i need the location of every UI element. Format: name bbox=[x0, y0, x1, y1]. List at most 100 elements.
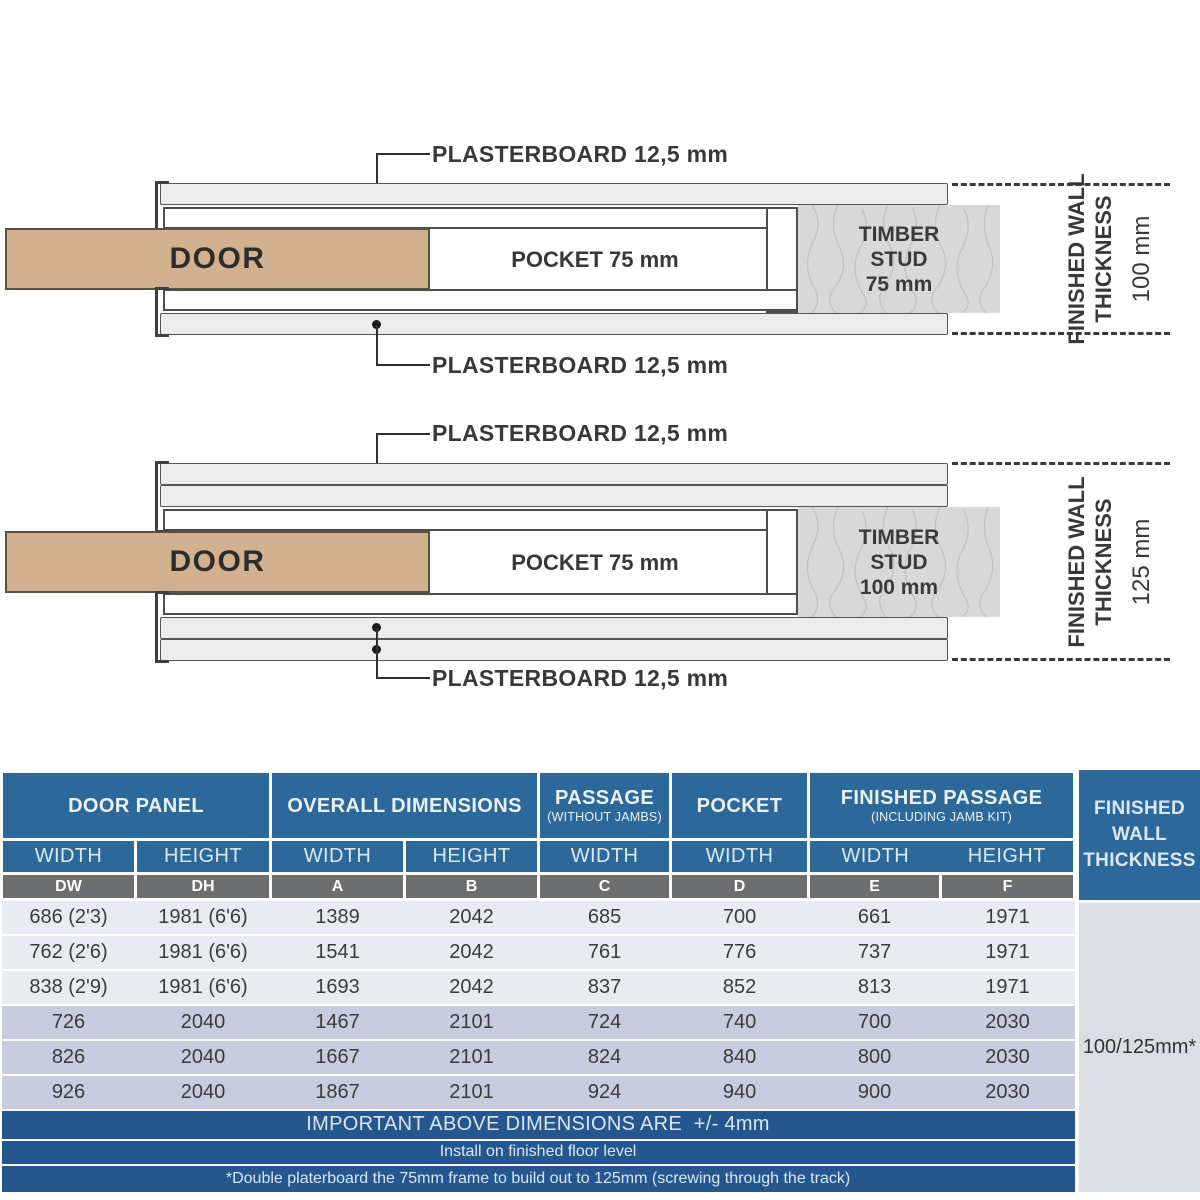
footer-note-row: Install on finished floor level bbox=[1, 1138, 1075, 1165]
table-cell: 800 bbox=[808, 1038, 941, 1076]
pocket-label: POCKET 75 mm bbox=[511, 247, 679, 272]
fwt-value-panel: 100/125mm* bbox=[1079, 903, 1200, 1192]
sub-header-cell: HEIGHT bbox=[133, 838, 273, 875]
table-cell: 1971 bbox=[940, 933, 1075, 971]
plasterboard-top-strip bbox=[160, 183, 948, 205]
stud-label: TIMBER STUD 75 mm bbox=[858, 222, 940, 296]
sub-header-cell: WIDTH bbox=[269, 838, 407, 875]
table-cell: 2042 bbox=[404, 933, 539, 971]
leader-line bbox=[376, 325, 378, 365]
table-cell: 900 bbox=[808, 1073, 941, 1111]
table-row: 726 2040 1467 2101 724 740 700 2030 bbox=[1, 1003, 1075, 1041]
table-cell: 1541 bbox=[270, 933, 405, 971]
table-cell: 837 bbox=[538, 968, 671, 1006]
leader-line bbox=[376, 628, 378, 677]
letter-header-cell: DW bbox=[0, 872, 137, 901]
sub-header-cell: WIDTH bbox=[807, 838, 941, 875]
dimension-dash-bottom bbox=[952, 332, 1170, 335]
letter-header-cell: B bbox=[403, 872, 541, 901]
column-group-overall-dimensions: OVERALL DIMENSIONS bbox=[269, 770, 541, 841]
leader-line bbox=[376, 153, 378, 198]
wall-track-bottom bbox=[163, 289, 798, 311]
leader-dot bbox=[372, 320, 381, 329]
footer-note-row: IMPORTANT ABOVE DIMENSIONS ARE +/- 4mm bbox=[1, 1108, 1075, 1140]
table-cell: 840 bbox=[670, 1038, 809, 1076]
plasterboard-top-strip-outer bbox=[160, 463, 948, 485]
letter-header-cell: A bbox=[269, 872, 407, 901]
footer-note-important: IMPORTANT ABOVE DIMENSIONS ARE +/- 4mm bbox=[1, 1108, 1075, 1140]
sub-header-cell: WIDTH bbox=[0, 838, 137, 875]
table-row: 926 2040 1867 2101 924 940 900 2030 bbox=[1, 1073, 1075, 1111]
footer-note-double-plasterboard: *Double platerboard the 75mm frame to bu… bbox=[1, 1163, 1075, 1192]
sub-header-cell: WIDTH bbox=[669, 838, 811, 875]
dimension-dash-top bbox=[952, 462, 1170, 465]
letter-header-cell: DH bbox=[133, 872, 273, 901]
end-bracket-top bbox=[155, 461, 169, 533]
diagram-wall-100: PLASTERBOARD 12,5 mm DOOR POCKET 75 mm bbox=[0, 0, 1200, 400]
table-cell: 2040 bbox=[135, 1073, 271, 1111]
table-cell: 2040 bbox=[135, 1003, 271, 1041]
leader-line bbox=[376, 153, 430, 155]
sub-header-cell: HEIGHT bbox=[403, 838, 541, 875]
table-cell: 2042 bbox=[404, 898, 539, 936]
table-cell: 1981 (6'6) bbox=[135, 933, 271, 971]
table-cell: 940 bbox=[670, 1073, 809, 1111]
wall-track-top bbox=[163, 509, 798, 531]
column-group-pocket: POCKET bbox=[669, 770, 811, 841]
leader-line bbox=[376, 677, 430, 679]
stud-label: TIMBER STUD 100 mm bbox=[858, 525, 940, 599]
plasterboard-label-top: PLASTERBOARD 12,5 mm bbox=[432, 141, 729, 167]
table-cell: 776 bbox=[670, 933, 809, 971]
table-cell: 726 bbox=[1, 1003, 136, 1041]
leader-line bbox=[376, 364, 430, 366]
finished-wall-thickness-column: FINISHED WALL THICKNESS 100/125mm* bbox=[1079, 770, 1200, 1192]
wall-thickness-value: 125 mm bbox=[1128, 518, 1155, 606]
dimension-dash-top bbox=[952, 183, 1170, 186]
footer-note-row: *Double platerboard the 75mm frame to bu… bbox=[1, 1163, 1075, 1192]
dimensions-table: DOOR PANEL OVERALL DIMENSIONS PASSAGE (W… bbox=[0, 770, 1077, 1192]
table-cell: 661 bbox=[808, 898, 941, 936]
table-cell: 1667 bbox=[270, 1038, 405, 1076]
table-cell: 685 bbox=[538, 898, 671, 936]
table-cell: 761 bbox=[538, 933, 671, 971]
finished-wall-label: FINISHED WALL THICKNESS bbox=[1064, 476, 1116, 648]
table-cell: 1467 bbox=[270, 1003, 405, 1041]
table-cell: 762 (2'6) bbox=[1, 933, 136, 971]
plasterboard-label-bottom: PLASTERBOARD 12,5 mm bbox=[432, 352, 729, 378]
table-cell: 1971 bbox=[940, 968, 1075, 1006]
column-group-finished-passage: FINISHED PASSAGE (INCLUDING JAMB KIT) bbox=[807, 770, 1077, 841]
plasterboard-bottom-strip-inner bbox=[160, 617, 948, 639]
table-cell: 2040 bbox=[135, 1038, 271, 1076]
table-cell: 1867 bbox=[270, 1073, 405, 1111]
fwt-value: 100/125mm* bbox=[1082, 1035, 1197, 1058]
plasterboard-label-top: PLASTERBOARD 12,5 mm bbox=[432, 420, 729, 446]
wood-grain-texture bbox=[806, 507, 994, 617]
timber-stud: TIMBER STUD 100 mm bbox=[798, 507, 1000, 617]
wall-track-bottom bbox=[163, 593, 798, 615]
plasterboard-bottom-strip-outer bbox=[160, 639, 948, 661]
column-group-passage: PASSAGE (WITHOUT JAMBS) bbox=[537, 770, 673, 841]
leader-dot bbox=[372, 623, 381, 632]
table-cell: 838 (2'9) bbox=[1, 968, 136, 1006]
table-cell: 1981 (6'6) bbox=[135, 968, 271, 1006]
table-cell: 737 bbox=[808, 933, 941, 971]
table-cell: 2030 bbox=[940, 1003, 1075, 1041]
diagram-wall-125: PLASTERBOARD 12,5 mm DOOR POCKET 75 mm bbox=[5, 420, 1170, 691]
table-cell: 1693 bbox=[270, 968, 405, 1006]
end-bracket-bottom bbox=[155, 287, 169, 337]
door-panel: DOOR bbox=[5, 531, 430, 593]
table-cell: 2101 bbox=[404, 1073, 539, 1111]
table-cell: 2030 bbox=[940, 1038, 1075, 1076]
table-cell: 724 bbox=[538, 1003, 671, 1041]
plasterboard-bottom-strip bbox=[160, 313, 948, 335]
timber-stud: TIMBER STUD 75 mm bbox=[798, 205, 1000, 313]
leader-line bbox=[376, 433, 430, 435]
plasterboard-label-bottom: PLASTERBOARD 12,5 mm bbox=[432, 665, 729, 691]
sub-header-row: WIDTH HEIGHT WIDTH HEIGHT WIDTH WIDTH WI… bbox=[0, 838, 1077, 875]
letter-header-cell: C bbox=[537, 872, 673, 901]
table-cell: 2030 bbox=[940, 1073, 1075, 1111]
door-panel: DOOR bbox=[5, 228, 430, 290]
letter-header-cell: D bbox=[669, 872, 811, 901]
table-row: 826 2040 1667 2101 824 840 800 2030 bbox=[1, 1038, 1075, 1076]
